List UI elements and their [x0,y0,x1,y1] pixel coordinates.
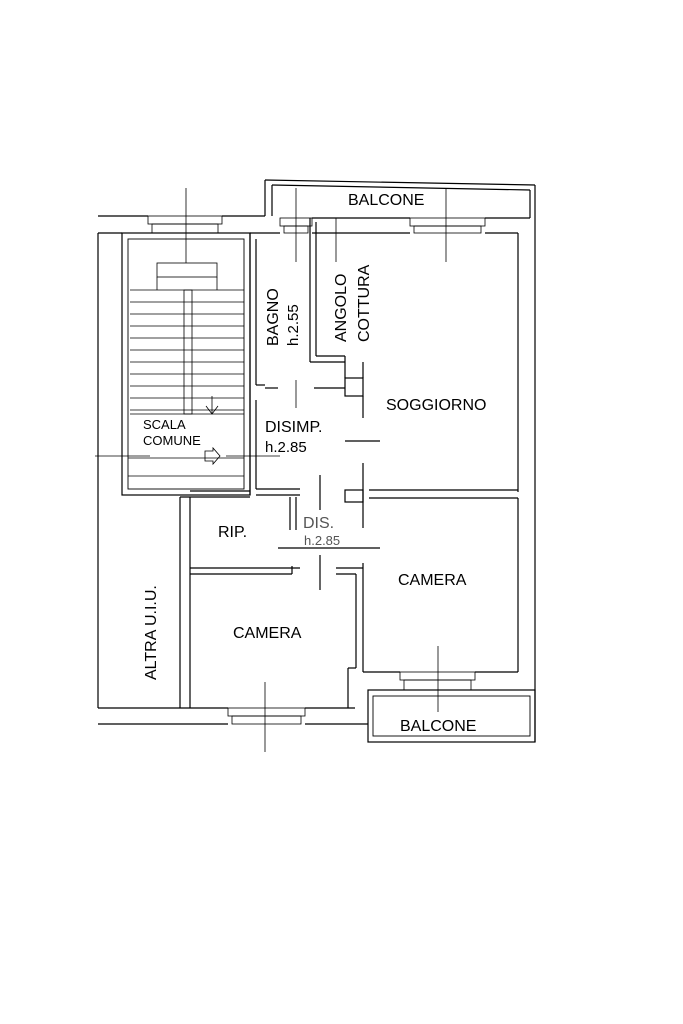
balcone-top-label: BALCONE [348,192,424,209]
dis-label: DIS. [303,515,334,532]
internal-walls [190,218,518,708]
cottura-label: COTTURA [356,264,373,342]
comune-label: COMUNE [143,433,201,448]
soggiorno-label: SOGGIORNO [386,397,486,414]
angolo-label: ANGOLO [333,274,350,342]
windows [147,215,486,725]
camera-left-label: CAMERA [233,625,302,642]
disimp-height-label: h.2.85 [265,439,307,456]
dis-height-label: h.2.85 [304,533,340,548]
section-lines [95,188,447,752]
stairs [128,262,244,477]
rip-label: RIP. [218,524,247,541]
camera-right-label: CAMERA [398,572,467,589]
disimp-label: DISIMP. [265,419,323,436]
room-labels: BALCONE BAGNO h.2.55 ANGOLO COTTURA SOGG… [143,192,486,735]
balcone-bottom-label: BALCONE [400,718,476,735]
bagno-height-label: h.2.55 [285,304,302,346]
scala-label: SCALA [143,417,186,432]
altra-uiu-label: ALTRA U.I.U. [143,585,160,680]
bagno-label: BAGNO [265,288,282,346]
